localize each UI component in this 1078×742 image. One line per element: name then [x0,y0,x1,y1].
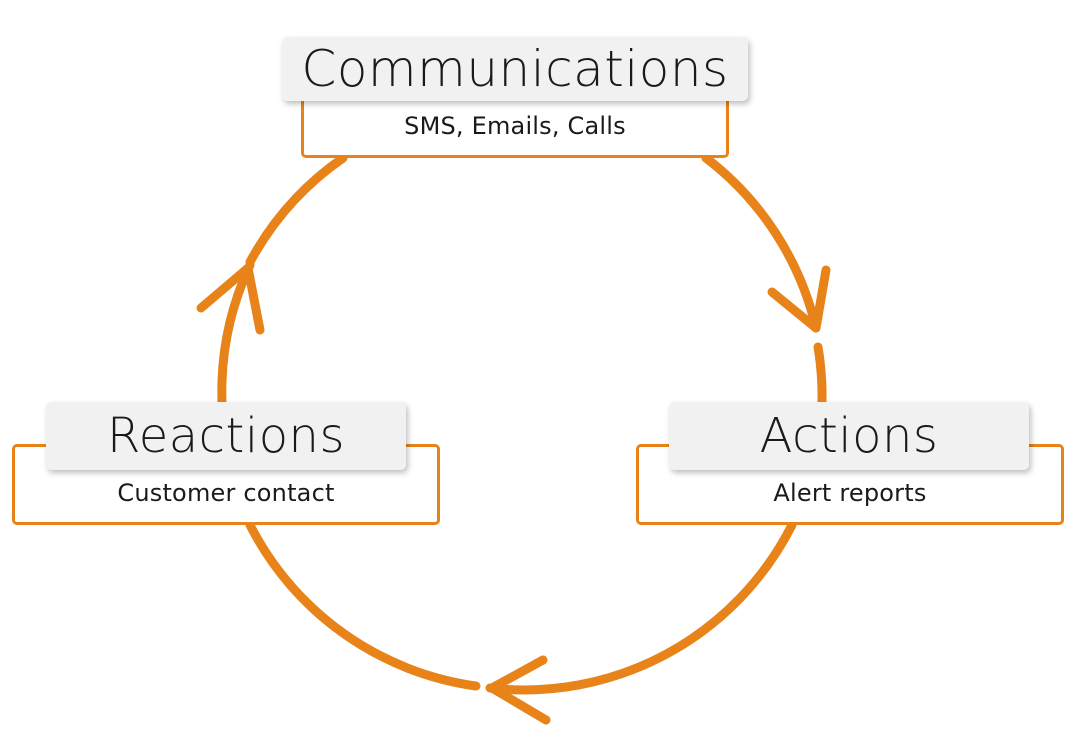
arc-communications-entry [245,153,348,267]
arc-actions-to-reactions [485,520,797,695]
arc-reactions-to-communications [217,260,255,407]
actions-title: Actions [669,402,1029,470]
arrowhead-communications-icon [196,263,265,335]
arc-actions-entry [813,342,827,407]
arrowhead-actions-icon [767,265,831,333]
arc-communications-to-actions [701,153,821,333]
reactions-title: Reactions [46,402,406,470]
communications-title: Communications [282,37,748,101]
arc-reactions-tail [245,520,481,691]
arrowhead-reactions-icon [487,655,551,725]
